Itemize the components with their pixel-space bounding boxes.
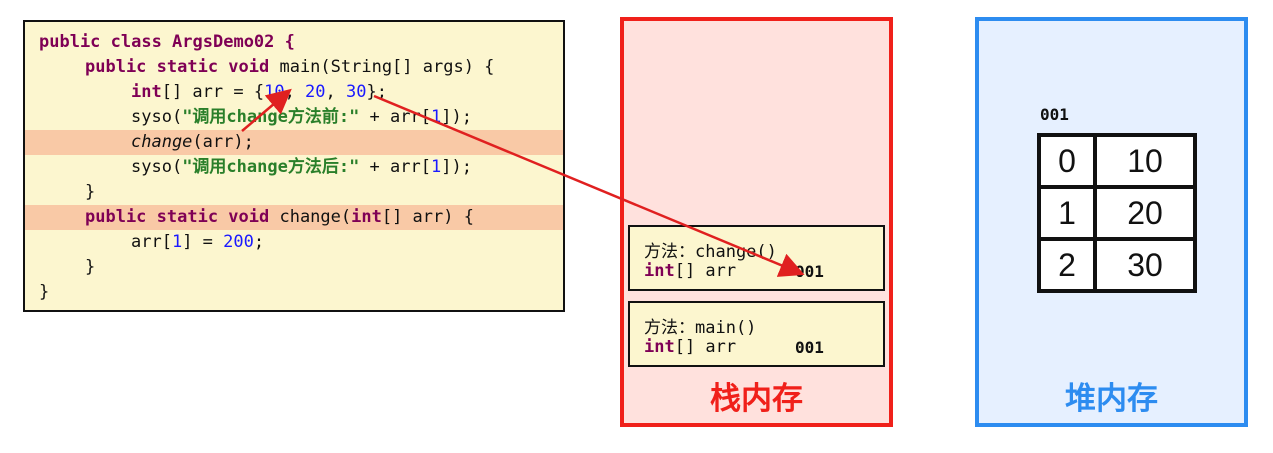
array-value: 30 bbox=[1093, 237, 1197, 293]
code-text: [] arr = { bbox=[161, 82, 265, 102]
code-panel: public class ArgsDemo02 { public static … bbox=[23, 20, 565, 312]
number-literal: 20 bbox=[305, 82, 326, 102]
frame-variable: int[] arr bbox=[644, 337, 736, 357]
code-text: main(String[] args) { bbox=[269, 57, 495, 77]
code-text: ]); bbox=[441, 157, 472, 177]
string-literal: "调用change方法前:" bbox=[182, 107, 360, 127]
variable-name: [] arr bbox=[674, 337, 737, 357]
code-text: }; bbox=[366, 82, 387, 102]
frame-variable: int[] arr bbox=[644, 261, 736, 281]
keyword: int bbox=[644, 337, 675, 357]
variable-name: [] arr bbox=[674, 261, 737, 281]
code-line-5-highlighted: change(arr); bbox=[25, 130, 563, 155]
array-index: 1 bbox=[1037, 185, 1097, 241]
string-literal: "调用change方法后:" bbox=[182, 157, 360, 177]
keyword: public static void bbox=[85, 207, 270, 227]
code-text: } bbox=[39, 282, 50, 302]
code-line-2: public static void main(String[] args) { bbox=[25, 55, 563, 80]
code-text: change( bbox=[269, 207, 352, 227]
keyword: int bbox=[644, 261, 675, 281]
code-text: } bbox=[85, 257, 96, 277]
keyword: public static void bbox=[85, 57, 270, 77]
code-line-11: } bbox=[25, 280, 563, 305]
code-text: syso( bbox=[131, 157, 183, 177]
number-literal: 1 bbox=[430, 107, 442, 127]
code-line-3: int[] arr = {10, 20, 30}; bbox=[25, 80, 563, 105]
code-line-9: arr[1] = 200; bbox=[25, 230, 563, 255]
keyword: int bbox=[131, 82, 162, 102]
code-line-8-highlighted: public static void change(int[] arr) { bbox=[25, 205, 563, 230]
code-text: syso( bbox=[131, 107, 183, 127]
code-text: ]); bbox=[441, 107, 472, 127]
code-line-1: public class ArgsDemo02 { bbox=[25, 30, 563, 55]
stack-title: 栈内存 bbox=[710, 381, 803, 417]
number-literal: 30 bbox=[346, 82, 367, 102]
frame-method-label: 方法：main() bbox=[644, 318, 757, 338]
number-literal: 1 bbox=[430, 157, 442, 177]
stack-frame-change: 方法：change() int[] arr 001 bbox=[628, 225, 885, 291]
class-declaration: public class ArgsDemo02 { bbox=[39, 32, 295, 52]
frame-address: 001 bbox=[795, 338, 824, 357]
arrow-array-to-reference bbox=[373, 94, 805, 277]
array-index: 0 bbox=[1037, 133, 1097, 189]
code-text: [] arr) { bbox=[381, 207, 474, 227]
keyword: int bbox=[351, 207, 382, 227]
code-text: ] = bbox=[182, 232, 224, 252]
code-line-7: } bbox=[25, 180, 563, 205]
arrow-call-to-array bbox=[241, 88, 292, 132]
code-text: + arr[ bbox=[359, 107, 431, 127]
code-text: + arr[ bbox=[359, 157, 431, 177]
stack-frame-main: 方法：main() int[] arr 001 bbox=[628, 301, 885, 367]
code-text: ; bbox=[253, 232, 265, 252]
code-text: arr[ bbox=[131, 232, 172, 252]
heap-address: 001 bbox=[1040, 105, 1069, 124]
number-literal: 1 bbox=[171, 232, 183, 252]
code-text: } bbox=[85, 182, 96, 202]
method-call: change bbox=[131, 132, 193, 152]
array-index: 2 bbox=[1037, 237, 1097, 293]
code-text: , bbox=[325, 82, 347, 102]
frame-method-label: 方法：change() bbox=[644, 242, 777, 262]
heap-title: 堆内存 bbox=[1065, 381, 1158, 417]
stack-memory-panel: 方法：change() int[] arr 001 方法：main() int[… bbox=[620, 17, 893, 427]
code-line-4: syso("调用change方法前:" + arr[1]); bbox=[25, 105, 563, 130]
code-text: (arr); bbox=[192, 132, 254, 152]
array-value: 10 bbox=[1093, 133, 1197, 189]
code-line-6: syso("调用change方法后:" + arr[1]); bbox=[25, 155, 563, 180]
array-value: 20 bbox=[1093, 185, 1197, 241]
code-line-10: } bbox=[25, 255, 563, 280]
number-literal: 200 bbox=[223, 232, 254, 252]
